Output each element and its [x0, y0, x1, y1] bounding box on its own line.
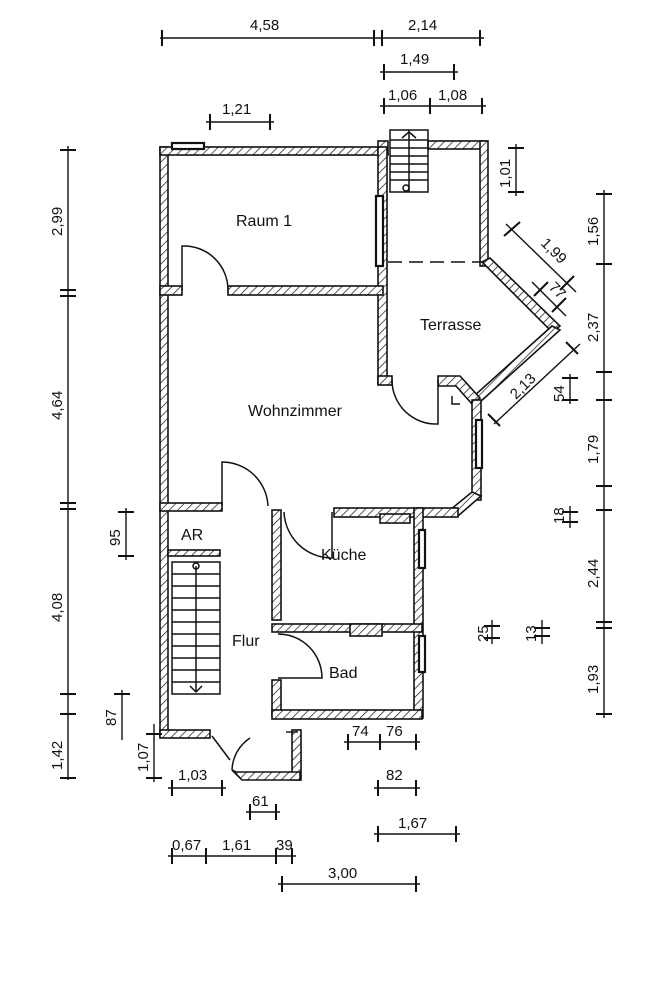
dim-left-ar: 95	[107, 529, 124, 546]
dim-top-a: 1,06	[388, 87, 417, 104]
door-bad	[277, 633, 323, 679]
dim-left-107: 1,07	[135, 743, 152, 772]
dim-top-total-right: 2,14	[408, 17, 437, 34]
dimension-lines	[60, 30, 612, 892]
raum1-partition-right	[227, 285, 384, 296]
label-kueche: Küche	[321, 547, 366, 564]
dim-bottom-103: 1,03	[178, 767, 207, 784]
flur-south-wall	[159, 729, 211, 739]
dim-right-18: 18	[551, 507, 568, 524]
terrace-diagonal-wall-upper	[480, 257, 562, 334]
dim-bottom-300: 3,00	[328, 865, 357, 882]
dim-bottom-74: 74	[352, 723, 369, 740]
ar-partition	[167, 549, 221, 557]
bad-south-wall	[271, 709, 423, 720]
label-terrasse: Terrasse	[420, 317, 481, 334]
dim-left-b: 4,64	[49, 391, 66, 420]
window-kueche-east	[417, 528, 427, 570]
window-raum1-north	[170, 141, 206, 151]
door-entry	[211, 735, 251, 771]
raum1-partition-left	[159, 285, 183, 296]
dim-top-b: 1,08	[438, 87, 467, 104]
dim-right-54: 54	[551, 385, 568, 402]
door-kueche	[283, 511, 333, 559]
door-raum1	[181, 245, 229, 291]
dim-bottom-067: 0,67	[172, 837, 201, 854]
wohnzimmer-south-wall-left	[159, 502, 223, 512]
dim-left-c: 4,08	[49, 593, 66, 622]
doors	[181, 245, 460, 771]
dim-left-d: 1,42	[49, 741, 66, 770]
door-flur-wohnzimmer	[221, 461, 269, 507]
dim-top-stair-width: 1,49	[400, 51, 429, 68]
dim-right-156: 1,56	[585, 217, 602, 246]
terrace-bottom-wall-left	[377, 375, 393, 386]
dim-right-179: 1,79	[585, 435, 602, 464]
dim-bottom-61: 61	[252, 793, 269, 810]
dim-diag-199: 1,99	[537, 235, 570, 268]
dim-bottom-39: 39	[276, 837, 293, 854]
dim-right-13: 13	[523, 625, 540, 642]
dim-bottom-167: 1,67	[398, 815, 427, 832]
dim-right-237: 2,37	[585, 313, 602, 342]
dim-right-25: 25	[475, 625, 492, 642]
label-bad: Bad	[329, 665, 357, 682]
dim-bottom-76: 76	[386, 723, 403, 740]
dim-left-87: 87	[103, 709, 120, 726]
chimney-block-bad	[349, 623, 383, 637]
label-ar: AR	[181, 527, 203, 544]
dim-right-244: 2,44	[585, 559, 602, 588]
window-raum1-east	[374, 194, 385, 268]
dim-diag-213: 2,13	[507, 370, 540, 403]
dim-right-193: 1,93	[585, 665, 602, 694]
west-wall	[159, 146, 169, 738]
chimney-block-kueche	[379, 513, 411, 524]
window-wohnzimmer-east	[474, 418, 484, 470]
dim-bottom-82: 82	[386, 767, 403, 784]
north-wall-terrace-right	[427, 140, 487, 150]
label-wohnzimmer: Wohnzimmer	[248, 403, 343, 420]
dim-bottom-161: 1,61	[222, 837, 251, 854]
dim-top-total-left: 4,58	[250, 17, 279, 34]
door-terrace	[391, 379, 439, 425]
flur-east-wall-upper	[271, 509, 282, 621]
room-labels: Raum 1 Terrasse Wohnzimmer AR Küche Flur…	[181, 213, 481, 682]
dim-right-101: 1,01	[497, 159, 514, 188]
window-bad-east	[417, 634, 427, 674]
interior-stairs	[171, 561, 221, 695]
windows	[170, 141, 484, 674]
kueche-bad-partition	[271, 623, 423, 633]
label-flur: Flur	[232, 633, 260, 650]
east-wall-terrace	[479, 140, 489, 267]
label-raum1: Raum 1	[236, 213, 292, 230]
dim-top-window: 1,21	[222, 101, 251, 118]
dimension-labels: 4,58 2,14 1,49 1,06 1,08 1,21 2,99 4,64 …	[49, 17, 602, 882]
terrace-stairs	[389, 129, 429, 193]
dim-left-a: 2,99	[49, 207, 66, 236]
entry-south-wall	[231, 769, 301, 781]
terrace-door-sill	[451, 396, 460, 405]
